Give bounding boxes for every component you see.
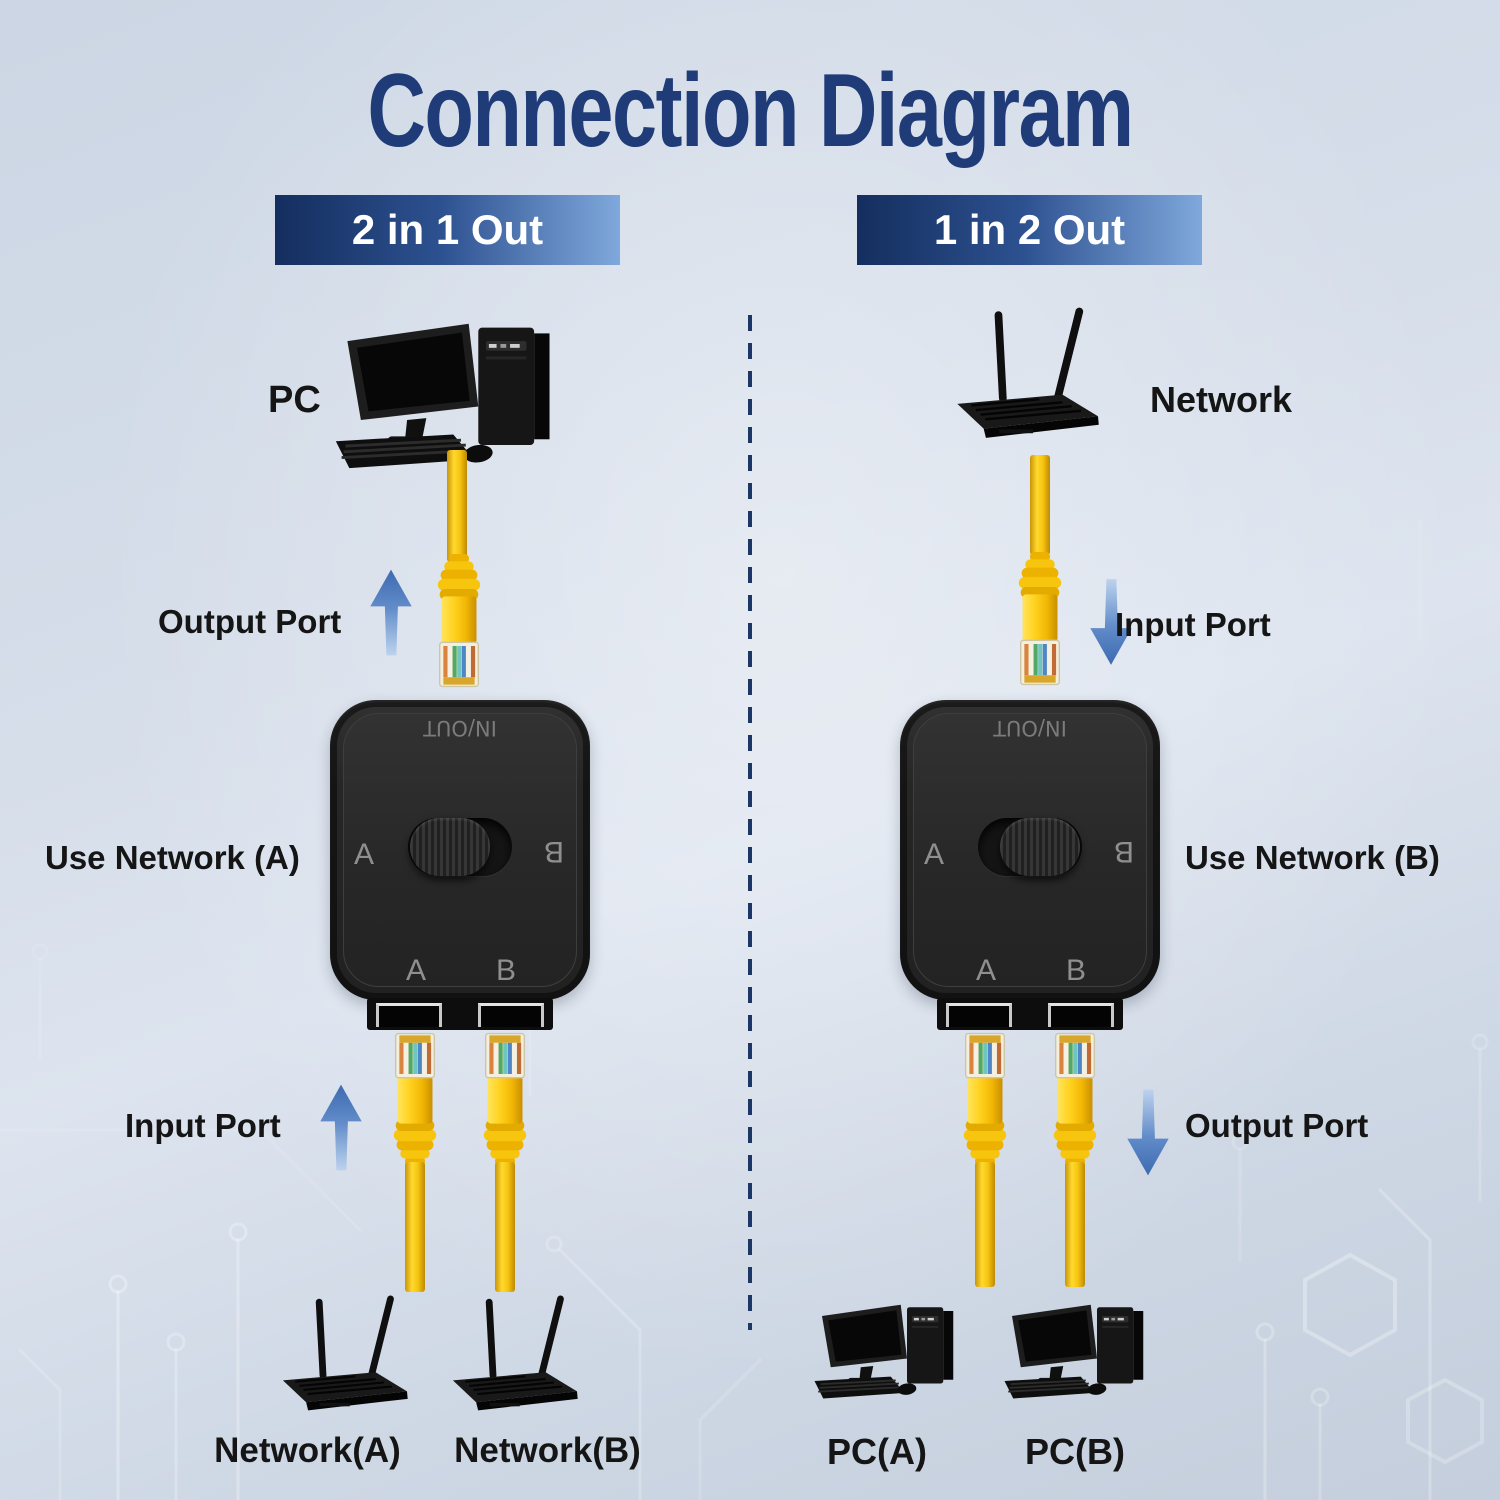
port-b-label: B (1066, 954, 1087, 987)
rj45-jack-b (478, 1003, 544, 1027)
arrow-down-icon (1125, 1080, 1171, 1185)
pc-icon (1002, 1280, 1152, 1422)
use-network-b-label: Use Network (B) (1185, 839, 1440, 876)
slider-knob (1000, 818, 1080, 876)
arrow-up-icon (368, 560, 414, 665)
network-label: Network (1150, 379, 1293, 420)
output-port-label: Output Port (158, 603, 342, 640)
network-a-label: Network(A) (214, 1431, 401, 1470)
pc-label: PC (268, 379, 321, 421)
port-b-label: B (496, 954, 517, 987)
port-a-label: A (406, 954, 427, 987)
ethernet-cable (1030, 455, 1050, 555)
pc-b-label: PC(B) (1025, 1431, 1125, 1472)
switch-slider (408, 818, 512, 876)
rj45-plug-icon (392, 1026, 438, 1168)
ethernet-cable (447, 450, 467, 562)
slider-knob (410, 818, 490, 876)
ethernet-cable (495, 1162, 515, 1292)
rj45-plug-icon (482, 1026, 528, 1168)
rj45-ports (367, 998, 553, 1030)
ethernet-cable (1065, 1162, 1085, 1287)
ethernet-cable (405, 1162, 425, 1292)
switch-body: IN/OUT A B A B (330, 700, 590, 1000)
inout-port-label: IN/OUT (993, 716, 1067, 740)
selector-a-label: A (354, 838, 375, 871)
rj45-ports (937, 998, 1123, 1030)
rj45-plug-icon (1052, 1026, 1098, 1168)
input-port-label: Input Port (1115, 606, 1271, 643)
network-switch-device-left: IN/OUT A B A B (330, 700, 590, 1030)
router-icon (272, 1282, 422, 1427)
inout-port-label: IN/OUT (423, 716, 497, 740)
router-icon (945, 282, 1115, 467)
switch-slider (978, 818, 1082, 876)
network-switch-device-right: IN/OUT A B A B (900, 700, 1160, 1030)
rj45-jack-b (1048, 1003, 1114, 1027)
selector-a-label: A (924, 838, 945, 871)
arrow-up-icon (318, 1075, 364, 1180)
switch-body: IN/OUT A B A B (900, 700, 1160, 1000)
page-title: Connection Diagram (367, 53, 1134, 169)
selector-b-label: B (1113, 835, 1134, 868)
pc-a-label: PC(A) (827, 1431, 927, 1472)
rj45-plug-icon (436, 552, 482, 694)
pc-icon (330, 318, 565, 472)
input-port-label: Input Port (125, 1107, 281, 1144)
badge-1-in-2-out: 1 in 2 Out (857, 195, 1202, 265)
panel-divider (748, 315, 752, 1330)
rj45-plug-icon (962, 1026, 1008, 1168)
port-a-label: A (976, 954, 997, 987)
pc-icon (812, 1280, 962, 1422)
network-b-label: Network(B) (454, 1431, 641, 1470)
output-port-label: Output Port (1185, 1107, 1369, 1144)
selector-b-label: B (543, 835, 564, 868)
rj45-plug-icon (1017, 550, 1063, 692)
use-network-a-label: Use Network (A) (45, 839, 300, 876)
badge-2-in-1-out: 2 in 1 Out (275, 195, 620, 265)
router-icon (442, 1282, 592, 1427)
rj45-jack-a (946, 1003, 1012, 1027)
ethernet-cable (975, 1162, 995, 1287)
rj45-jack-a (376, 1003, 442, 1027)
